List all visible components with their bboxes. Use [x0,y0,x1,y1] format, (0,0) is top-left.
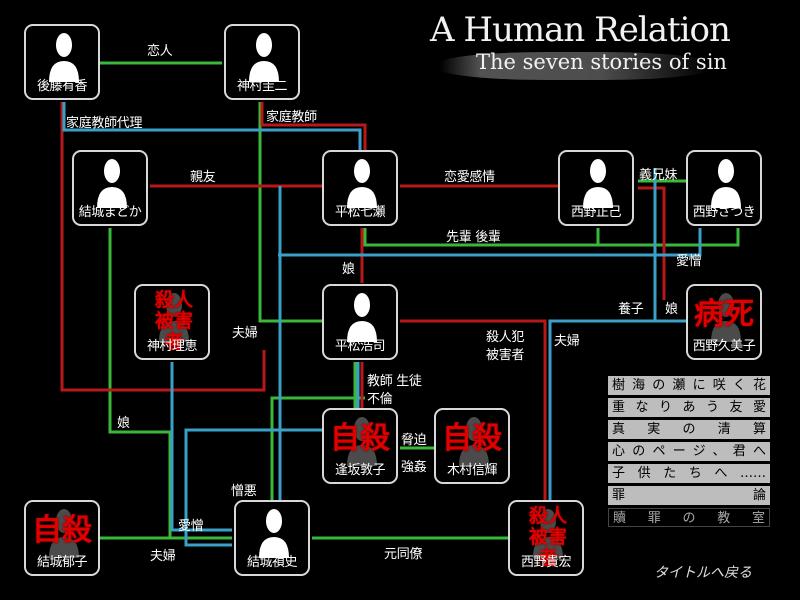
person-silhouette-icon [583,159,613,208]
label-renai: 恋愛感情 [444,170,495,185]
label-aizo2: 愛憎 [178,519,204,534]
node-status: 自殺 [442,421,502,456]
node-status: 殺人被害者 [528,505,567,569]
node-name: 西野貴宏 [520,555,572,570]
line-kamimura-fufu [258,102,322,323]
person-silhouette-icon [159,293,189,342]
node-kimura-nobuteru[interactable]: 自殺 木村信輝 [434,408,510,484]
node-name: 神村圭二 [236,79,288,94]
node-name: 木村信輝 [446,463,498,478]
node-kamimura-keiji[interactable]: 神村圭二 [224,24,300,100]
label-furin: 不倫 [367,392,393,407]
line-zoo [270,396,365,500]
node-name: 平松七瀬 [334,205,386,220]
node-status: 殺人被害者 [154,289,193,353]
label-aizo1: 愛憎 [676,254,702,269]
chapter-item[interactable]: 心のページ、君へ [608,442,770,461]
label-senpai: 先輩 後輩 [446,230,501,245]
game-subtitle: The seven stories of sin [476,50,727,74]
node-kamimura-rie[interactable]: 殺人被害者 神村理恵 [134,284,210,360]
line-katei-dairi [60,102,266,392]
chapter-item[interactable]: 重なりあう友愛 [608,398,770,417]
node-hiramatsu-nanase[interactable]: 平松七瀬 [322,150,398,226]
line-gikyomai-red [638,186,666,300]
node-status: 自殺 [32,513,92,548]
label-kyohaku: 脅迫 [401,433,427,448]
node-nishino-kumiko[interactable]: 病死 西野久美子 [686,284,762,360]
node-name: 結城まどか [78,205,142,220]
node-name: 逢坂敦子 [334,463,386,478]
node-name: 西野正己 [570,205,622,220]
node-name: 結城郁子 [36,555,88,570]
label-zoo: 憎悪 [231,484,257,499]
line-katei [260,102,367,150]
chapter-item[interactable]: 罪論 [608,486,770,505]
person-silhouette-icon [459,417,489,466]
label-fufu2: 夫婦 [554,334,580,349]
person-silhouette-icon [711,159,741,208]
node-yuki-madoka[interactable]: 結城まどか [72,150,148,226]
line-hannin [400,319,547,500]
person-silhouette-icon [49,33,79,82]
person-silhouette-icon [97,159,127,208]
node-hiramatsu-koji[interactable]: 平松浩司 [322,284,398,360]
label-hannin: 殺人犯 [486,330,525,345]
chapter-item[interactable]: 樹海の瀬に咲く花 [608,376,770,395]
node-yuki-ikuko[interactable]: 自殺 結城郁子 [24,500,100,576]
label-katei: 家庭教師 [266,110,317,125]
chapter-item[interactable]: 子供たちへ…… [608,464,770,483]
person-silhouette-icon [347,159,377,208]
back-to-title-button[interactable]: タイトルへ戻る [654,565,752,581]
line-katei-dairi-blue [62,102,362,150]
label-katei-dairi: 家庭教師代理 [66,116,143,131]
line-rie-yuki [170,362,232,532]
chapter-item[interactable]: 贖罪の教室 [608,508,770,527]
chapter-item[interactable]: 真実の清算 [608,420,770,439]
label-shinyu: 親友 [190,170,216,185]
node-name: 後藤有香 [36,79,88,94]
node-nishino-masami[interactable]: 西野正己 [558,150,634,226]
title-brush [440,52,710,80]
person-silhouette-icon [49,509,79,558]
node-status: 病死 [694,297,754,332]
label-fufu1: 夫婦 [232,326,258,341]
label-koibito: 恋人 [147,44,173,59]
node-name: 結城禎史 [246,555,298,570]
node-nishino-satsuki[interactable]: 西野さつき [686,150,762,226]
node-nishino-takahiro[interactable]: 殺人被害者 西野貴宏 [508,500,584,576]
node-status: 自殺 [330,421,390,456]
label-fufu3: 夫婦 [150,549,176,564]
node-name: 神村理恵 [146,339,198,354]
label-gikyomai: 義兄妹 [639,168,678,183]
line-nishino-fufu [548,168,657,500]
person-silhouette-icon [347,417,377,466]
person-silhouette-icon [533,509,563,558]
node-name: 西野久美子 [692,339,756,354]
node-name: 平松浩司 [334,339,386,354]
label-musume1: 娘 [342,262,355,277]
chapter-menu: 樹海の瀬に咲く花 重なりあう友愛 真実の清算 心のページ、君へ 子供たちへ…… … [608,376,770,530]
label-kyoshi-seito: 教師 生徒 [367,374,422,389]
label-musume2: 娘 [665,302,678,317]
node-osaka-atsuko[interactable]: 自殺 逢坂敦子 [322,408,398,484]
label-higaisha: 被害者 [486,348,525,363]
node-name: 西野さつき [692,205,756,220]
game-title: A Human Relation [430,10,731,50]
label-gokan: 強姦 [401,460,427,475]
label-yoshi: 養子 [618,302,644,317]
line-nanase-satsuki [278,228,702,257]
person-silhouette-icon [711,293,741,342]
person-silhouette-icon [249,33,279,82]
line-aizo [363,228,740,247]
label-musume3: 娘 [117,416,130,431]
node-goto[interactable]: 後藤有香 [24,24,100,100]
person-silhouette-icon [347,293,377,342]
person-silhouette-icon [259,509,289,558]
line-koji-sadashi [184,362,360,547]
label-motodoryo: 元同僚 [384,547,423,562]
node-yuki-sadashi[interactable]: 結城禎史 [234,500,310,576]
